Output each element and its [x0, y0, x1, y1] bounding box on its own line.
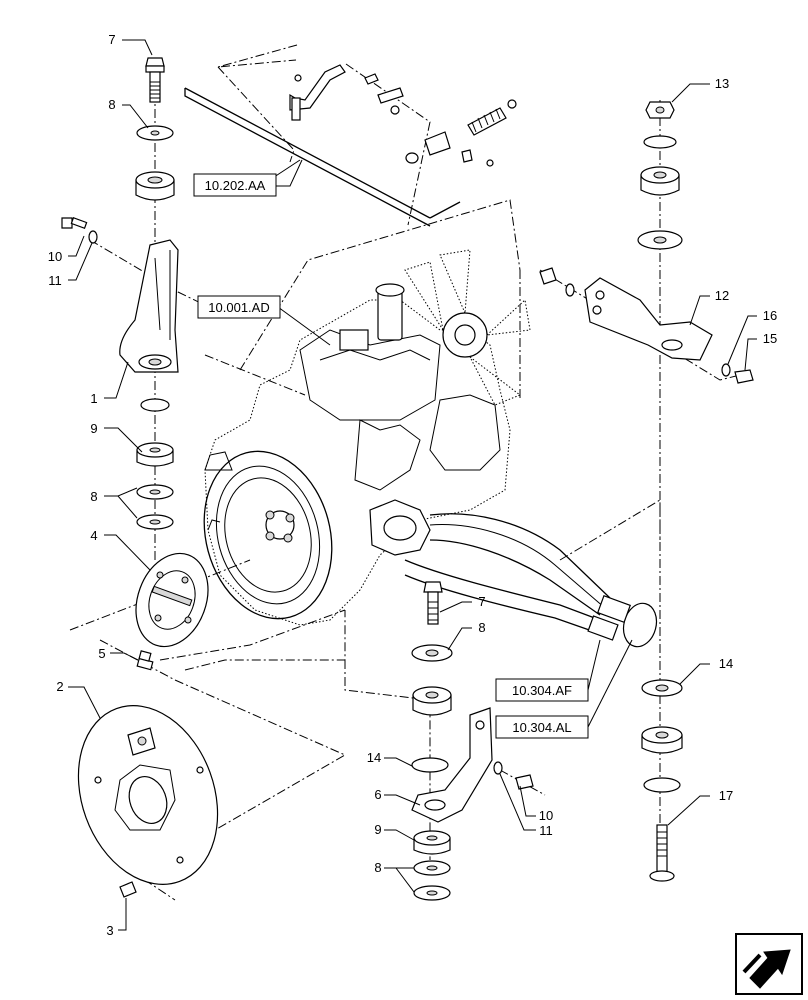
callout-number: 4	[90, 528, 97, 543]
callout-number: 1	[90, 391, 97, 406]
callout-number: 8	[478, 620, 485, 635]
left-column-parts	[61, 57, 219, 898]
linkage-assembly	[289, 64, 517, 167]
callout-number: 8	[90, 489, 97, 504]
next-page-arrow-icon[interactable]	[735, 933, 803, 995]
leader-lines	[68, 39, 757, 931]
callout-number: 10	[539, 808, 553, 823]
ref-label: 10.001.AD	[208, 300, 269, 315]
callout-number: 3	[106, 923, 113, 938]
callout-number: 8	[108, 97, 115, 112]
right-column-parts	[539, 101, 754, 882]
center-lower-parts	[411, 581, 534, 901]
callout-number: 15	[763, 331, 777, 346]
callout-number: 11	[48, 273, 62, 288]
callout-number: 7	[108, 32, 115, 47]
callout-number: 11	[539, 823, 553, 838]
callout-labels: 7 8 10 11 1 9 8 4 5 2 3 13 12 16 15 7 8 …	[48, 32, 777, 938]
callout-number: 14	[367, 750, 381, 765]
callout-number: 5	[98, 646, 105, 661]
bracket-lines	[184, 87, 461, 227]
ref-label: 10.304.AL	[512, 720, 571, 735]
callout-number: 9	[374, 822, 381, 837]
ref-label: 10.202.AA	[205, 178, 266, 193]
callout-number: 13	[715, 76, 729, 91]
callout-number: 16	[763, 308, 777, 323]
callout-number: 7	[478, 594, 485, 609]
ref-box-10-304-al[interactable]: 10.304.AL	[495, 715, 589, 739]
ref-box-10-001-ad[interactable]: 10.001.AD	[197, 295, 281, 319]
ref-box-10-202-aa[interactable]: 10.202.AA	[193, 173, 277, 197]
callout-number: 8	[374, 860, 381, 875]
callout-number: 9	[90, 421, 97, 436]
callout-number: 2	[56, 679, 63, 694]
ref-box-10-304-af[interactable]: 10.304.AF	[495, 678, 589, 702]
callout-number: 12	[715, 288, 729, 303]
engine-block	[203, 249, 658, 648]
callout-number: 17	[719, 788, 733, 803]
callout-number: 6	[374, 787, 381, 802]
ref-label: 10.304.AF	[512, 683, 572, 698]
callout-number: 10	[48, 249, 62, 264]
callout-number: 14	[719, 656, 733, 671]
